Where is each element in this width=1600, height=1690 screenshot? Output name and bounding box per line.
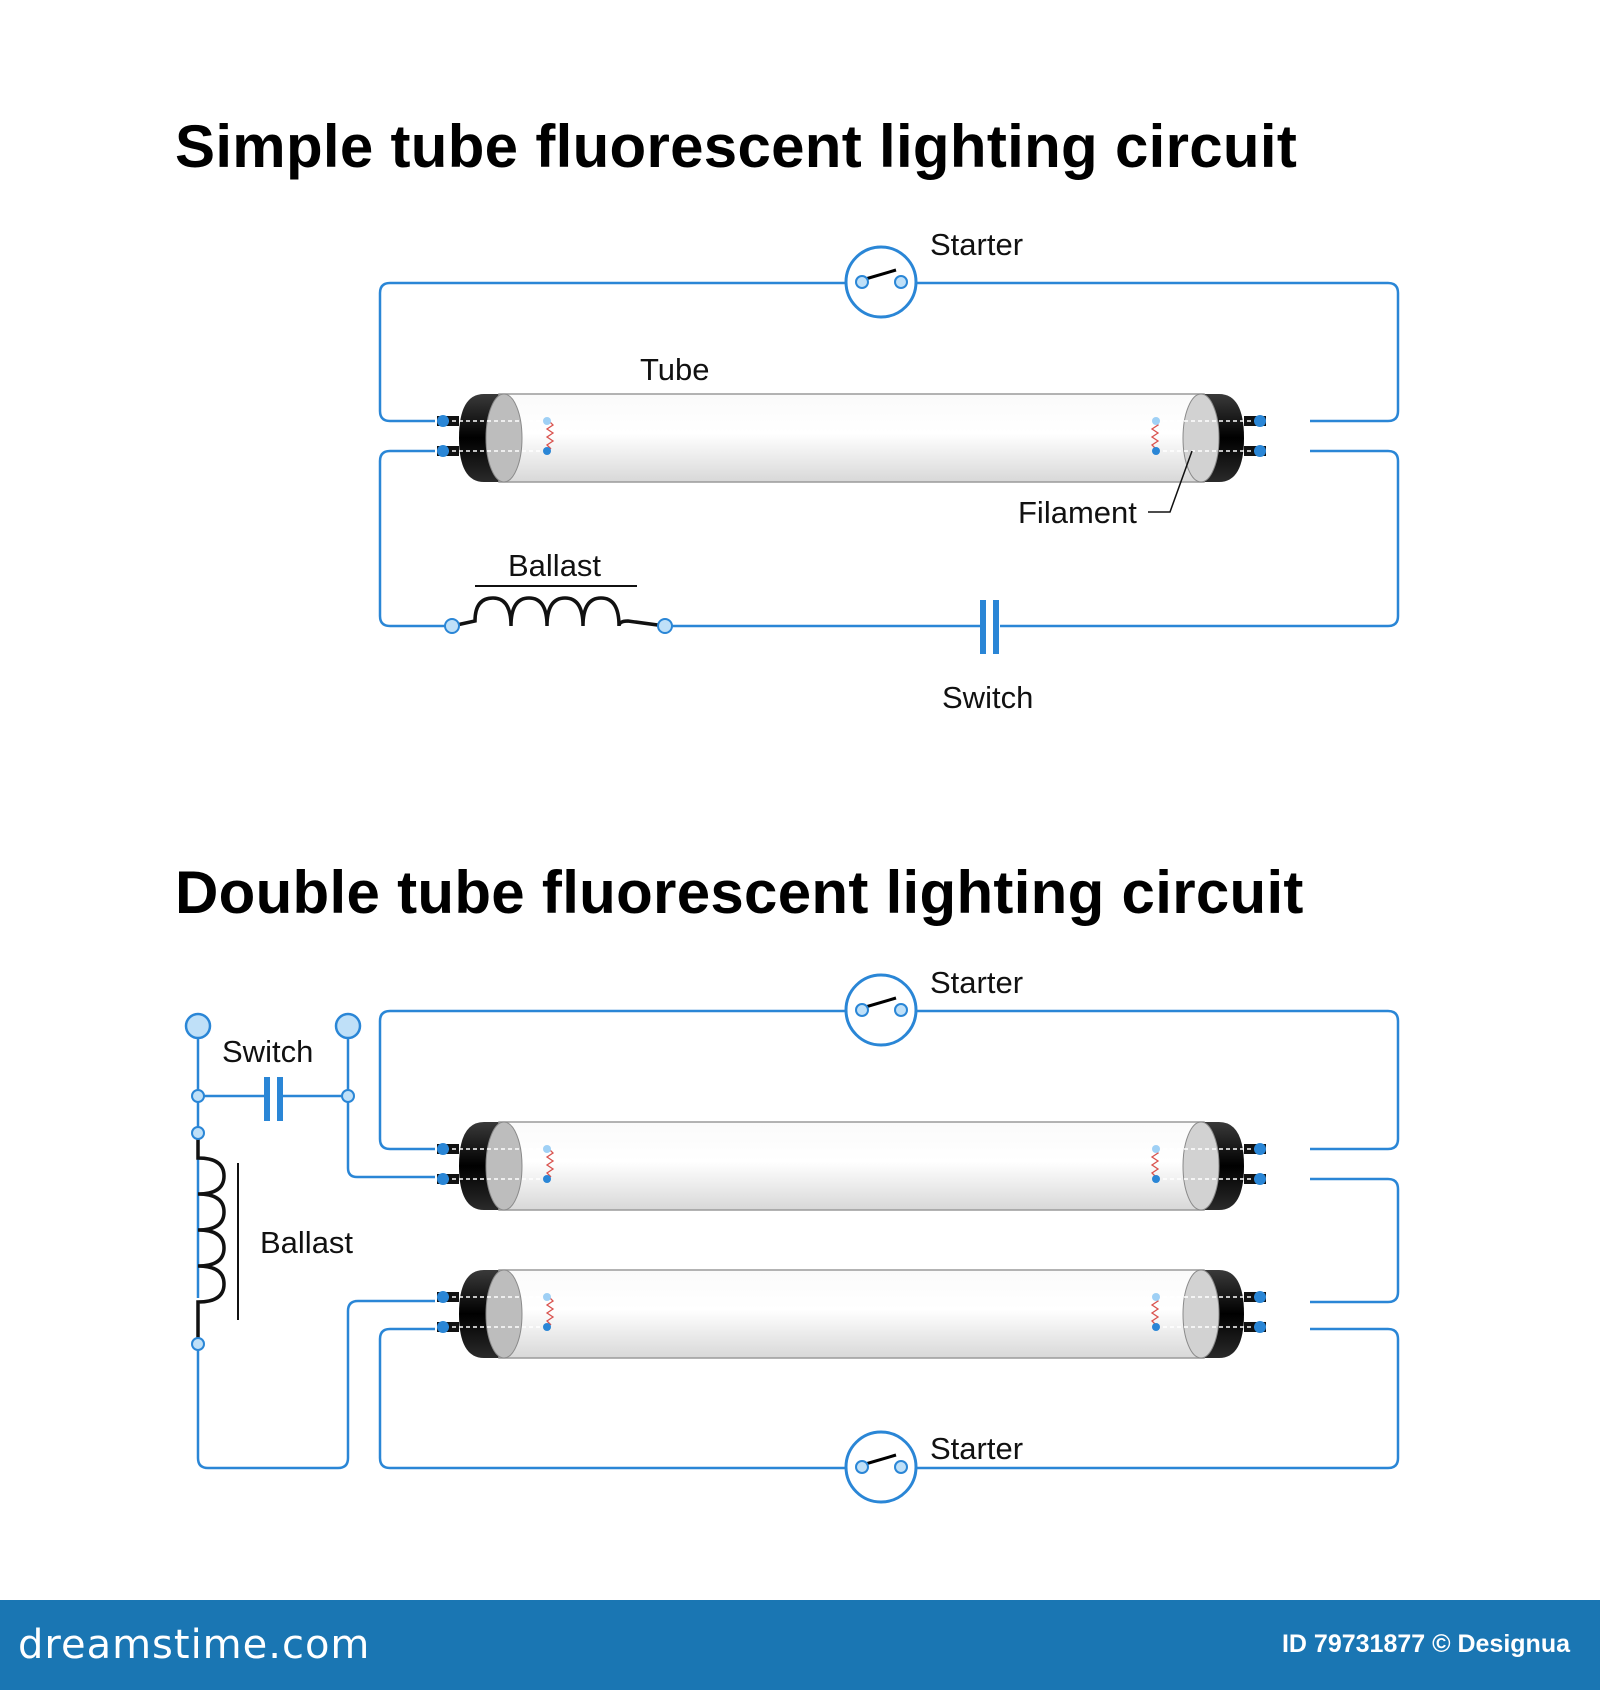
footer-bar: dreamstime.com ID 79731877 © Designua [0, 1600, 1600, 1690]
starter-symbol-bottom [844, 1430, 918, 1504]
switch2-node-right [341, 1089, 355, 1103]
wire-bottom-starter-right [917, 1327, 1400, 1470]
wire-top-starter-right [917, 1009, 1400, 1151]
wire-bottom-starter-left [378, 1327, 845, 1470]
ballast2-terminal-bottom [191, 1337, 205, 1351]
label-starter-bottom: Starter [930, 1431, 1023, 1466]
ballast-terminal-right [657, 618, 673, 634]
wire-top-starter-left [378, 1009, 845, 1151]
label-filament: Filament [1018, 495, 1137, 530]
wire-bottom-right [1000, 449, 1400, 628]
label-switch-2: Switch [222, 1034, 313, 1069]
starter-symbol [844, 245, 918, 319]
ballast2-terminal-top [191, 1126, 205, 1140]
fluorescent-tube [436, 393, 1267, 483]
label-starter-top: Starter [930, 965, 1023, 1000]
filament-callout-line [1148, 450, 1193, 513]
label-switch: Switch [942, 680, 1033, 715]
supply-terminal-right [334, 1012, 362, 1040]
switch2-plate-left [264, 1077, 270, 1121]
fluorescent-tube-1 [436, 1121, 1267, 1211]
label-tube: Tube [640, 352, 710, 387]
footer-brand[interactable]: dreamstime.com [18, 1622, 371, 1668]
wire-bottom-left [378, 449, 452, 628]
label-ballast-2: Ballast [260, 1225, 353, 1260]
switch-plate-right [993, 600, 999, 654]
supply-terminal-left [184, 1012, 212, 1040]
fluorescent-tube-2 [436, 1269, 1267, 1359]
diagram-simple-circuit: Starter Tube Filament Ballast Switch [378, 227, 1400, 715]
label-ballast: Ballast [508, 548, 601, 583]
wire-top-loop [378, 281, 845, 423]
wire-top-loop-right [917, 281, 1400, 423]
wire-supply-right [346, 1038, 435, 1179]
circuit-diagrams: Starter Tube Filament Ballast Switch Swi… [184, 227, 1400, 1504]
ballast2-coil [196, 1133, 226, 1344]
switch-plate-left [980, 600, 986, 654]
switch2-node-left [191, 1089, 205, 1103]
diagram-double-circuit: Switch Ballast Starter Starter [184, 965, 1400, 1504]
title-simple-circuit: Simple tube fluorescent lighting circuit [175, 113, 1298, 180]
wire-tube-series-link [1310, 1177, 1400, 1304]
ballast-coil [451, 596, 666, 628]
wire-ballast-to-tube2 [196, 1299, 435, 1470]
starter-symbol-top [844, 973, 918, 1047]
label-starter: Starter [930, 227, 1023, 262]
ballast-terminal-left [444, 618, 460, 634]
title-double-circuit: Double tube fluorescent lighting circuit [175, 859, 1304, 926]
switch2-plate-right [277, 1077, 283, 1121]
footer-credit: ID 79731877 © Designua [1281, 1630, 1570, 1658]
